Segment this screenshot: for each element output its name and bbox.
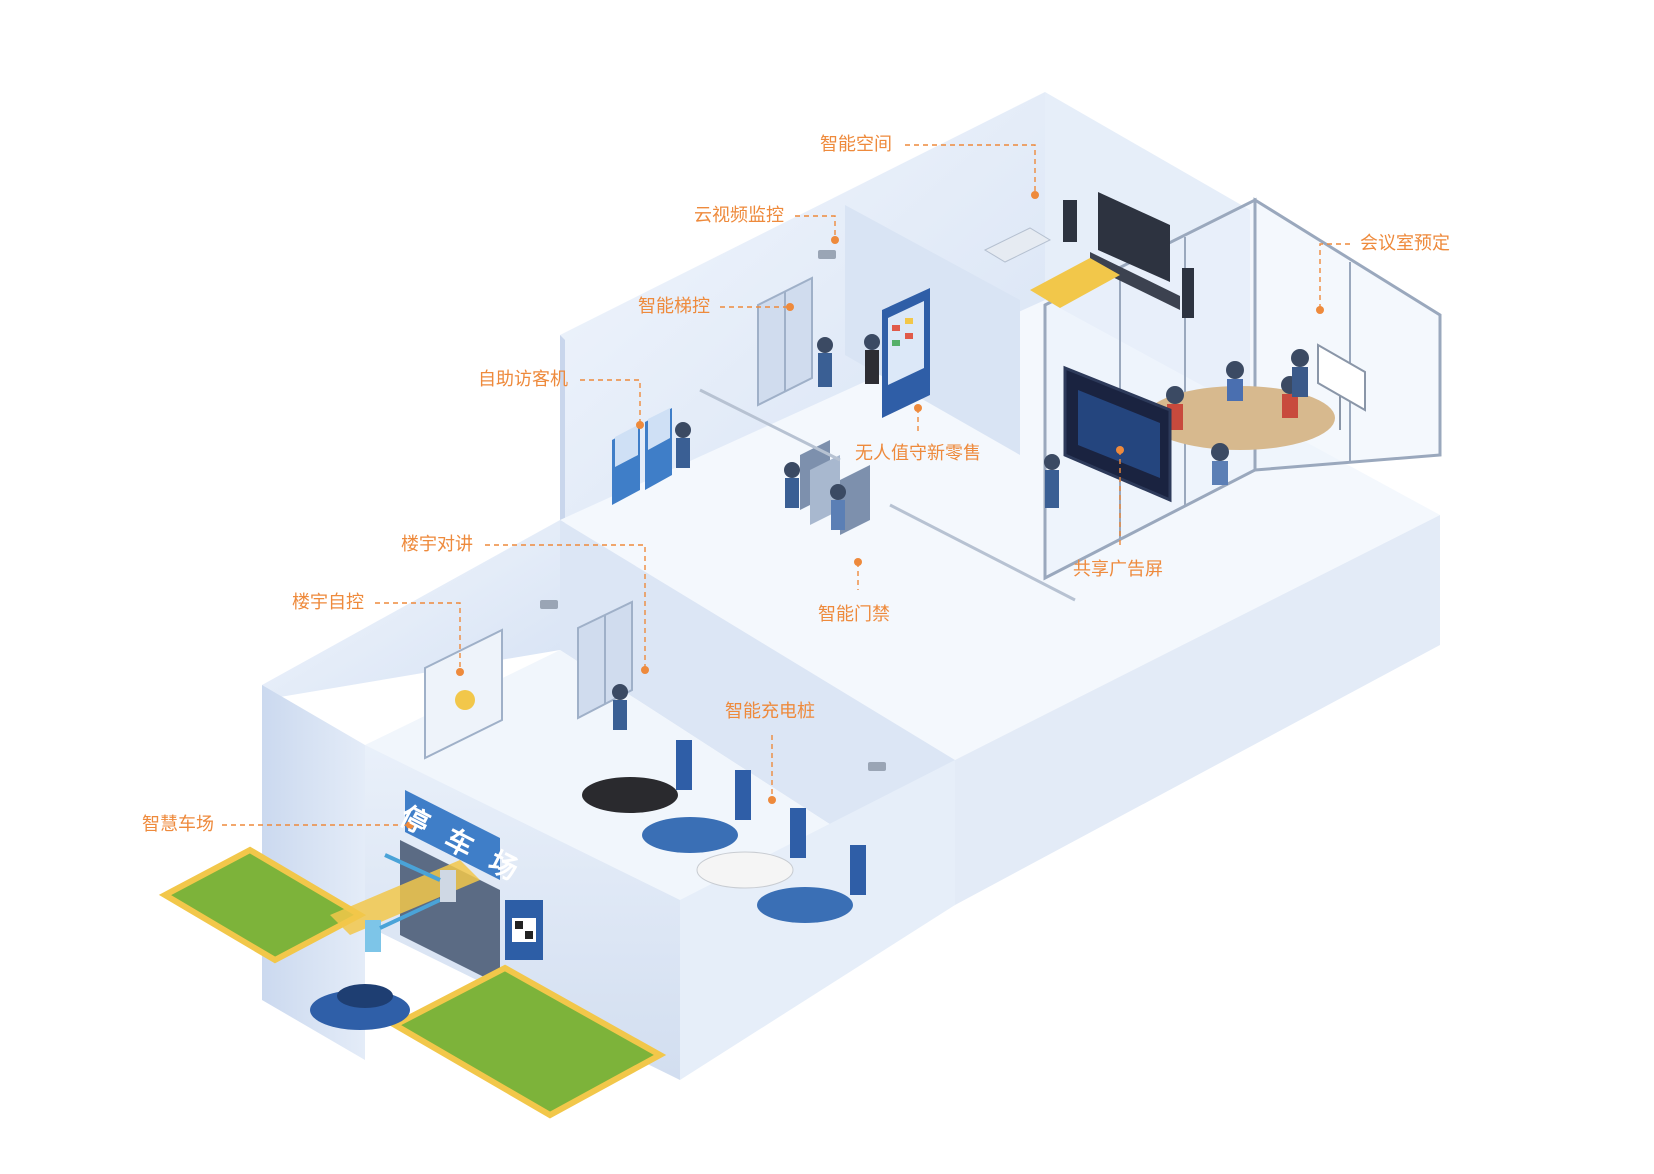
- leader-lines: [222, 144, 1350, 829]
- kiosk-icon: [612, 408, 672, 505]
- lower-left-wall: [262, 685, 365, 1060]
- grass-right: [388, 964, 667, 1119]
- person-icon: [675, 334, 1060, 530]
- speaker-left: [1063, 200, 1077, 242]
- car-icon: [310, 984, 410, 1030]
- charging-pile-icon: [676, 740, 866, 895]
- upper-left-edge: [560, 335, 565, 525]
- inner-divider-wall: [845, 205, 1020, 455]
- label-building-automation: 楼宇自控: [292, 592, 364, 613]
- turnstile-icon: [800, 440, 870, 535]
- label-smart-elevator: 智能梯控: [638, 296, 710, 317]
- speaker-right: [1182, 268, 1194, 318]
- camera-icon: [818, 250, 836, 259]
- label-meeting-booking: 会议室预定: [1360, 233, 1450, 254]
- label-smart-space: 智能空间: [820, 134, 892, 155]
- lower-person-icon: [612, 684, 628, 730]
- vending-machine-icon: [882, 288, 930, 418]
- meeting-attendees: [1166, 349, 1309, 485]
- railing-upper: [699, 388, 841, 462]
- label-smart-parking: 智慧车场: [142, 814, 214, 835]
- shared-ad-screen-icon: [1063, 365, 1172, 503]
- tv-icon: [1090, 192, 1180, 310]
- parked-cars: [582, 777, 853, 923]
- upper-floor-front-face: [955, 515, 1440, 905]
- railing-lower: [889, 503, 1076, 602]
- label-building-intercom: 楼宇对讲: [401, 534, 473, 555]
- lower-camera-icon: [540, 600, 886, 771]
- barrier-gate-icon: [365, 853, 456, 952]
- label-self-visitor: 自助访客机: [478, 369, 568, 390]
- rug: [1030, 258, 1120, 308]
- elevator-icon: [757, 276, 813, 407]
- building-automation-cabinet: [424, 628, 503, 760]
- whiteboard-icon: [1317, 343, 1366, 430]
- label-cloud-video: 云视频监控: [694, 205, 784, 226]
- label-smart-access: 智能门禁: [818, 604, 890, 625]
- lower-back-right-wall: [560, 520, 955, 905]
- sofa: [983, 227, 1052, 263]
- label-smart-charging: 智能充电桩: [725, 701, 815, 722]
- label-shared-ad-screen: 共享广告屏: [1073, 559, 1163, 580]
- label-unmanned-retail: 无人值守新零售: [855, 443, 981, 464]
- parking-sign-board: [405, 790, 500, 880]
- qr-code-icon: [505, 900, 543, 960]
